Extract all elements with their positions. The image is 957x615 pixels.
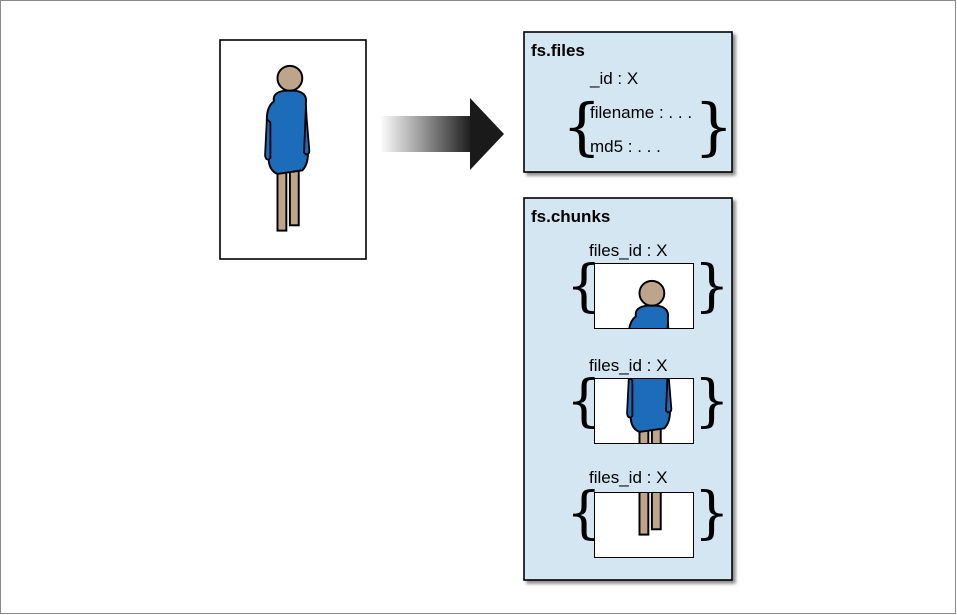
chunk-image-middle <box>594 378 694 444</box>
chunk-image-bottom <box>594 492 694 558</box>
chunk-files-id: files_id : X <box>589 356 667 375</box>
chunk-image-top <box>594 263 694 329</box>
files-field: filename : . . . <box>590 103 692 122</box>
source-file-box <box>219 39 367 260</box>
chunk-document: { } files_id : X <box>566 468 730 558</box>
files-collection-title: fs.files <box>531 41 585 60</box>
files-field: _id : X <box>589 69 638 88</box>
right-arrow-icon <box>380 98 504 170</box>
close-brace: } <box>694 254 730 319</box>
chunk-files-id: files_id : X <box>589 241 667 260</box>
close-brace: } <box>694 481 730 546</box>
chunk-document: { } files_id : X <box>566 241 730 329</box>
chunk-files-id: files_id : X <box>589 468 667 487</box>
files-field: md5 : . . . <box>590 137 661 156</box>
chunks-collection-title: fs.chunks <box>531 207 610 226</box>
open-brace: { <box>562 90 601 163</box>
files-collection-panel <box>523 31 733 173</box>
close-brace: } <box>694 369 730 434</box>
chunk-document: { } files_id : X <box>566 356 730 444</box>
close-brace: } <box>694 90 733 163</box>
